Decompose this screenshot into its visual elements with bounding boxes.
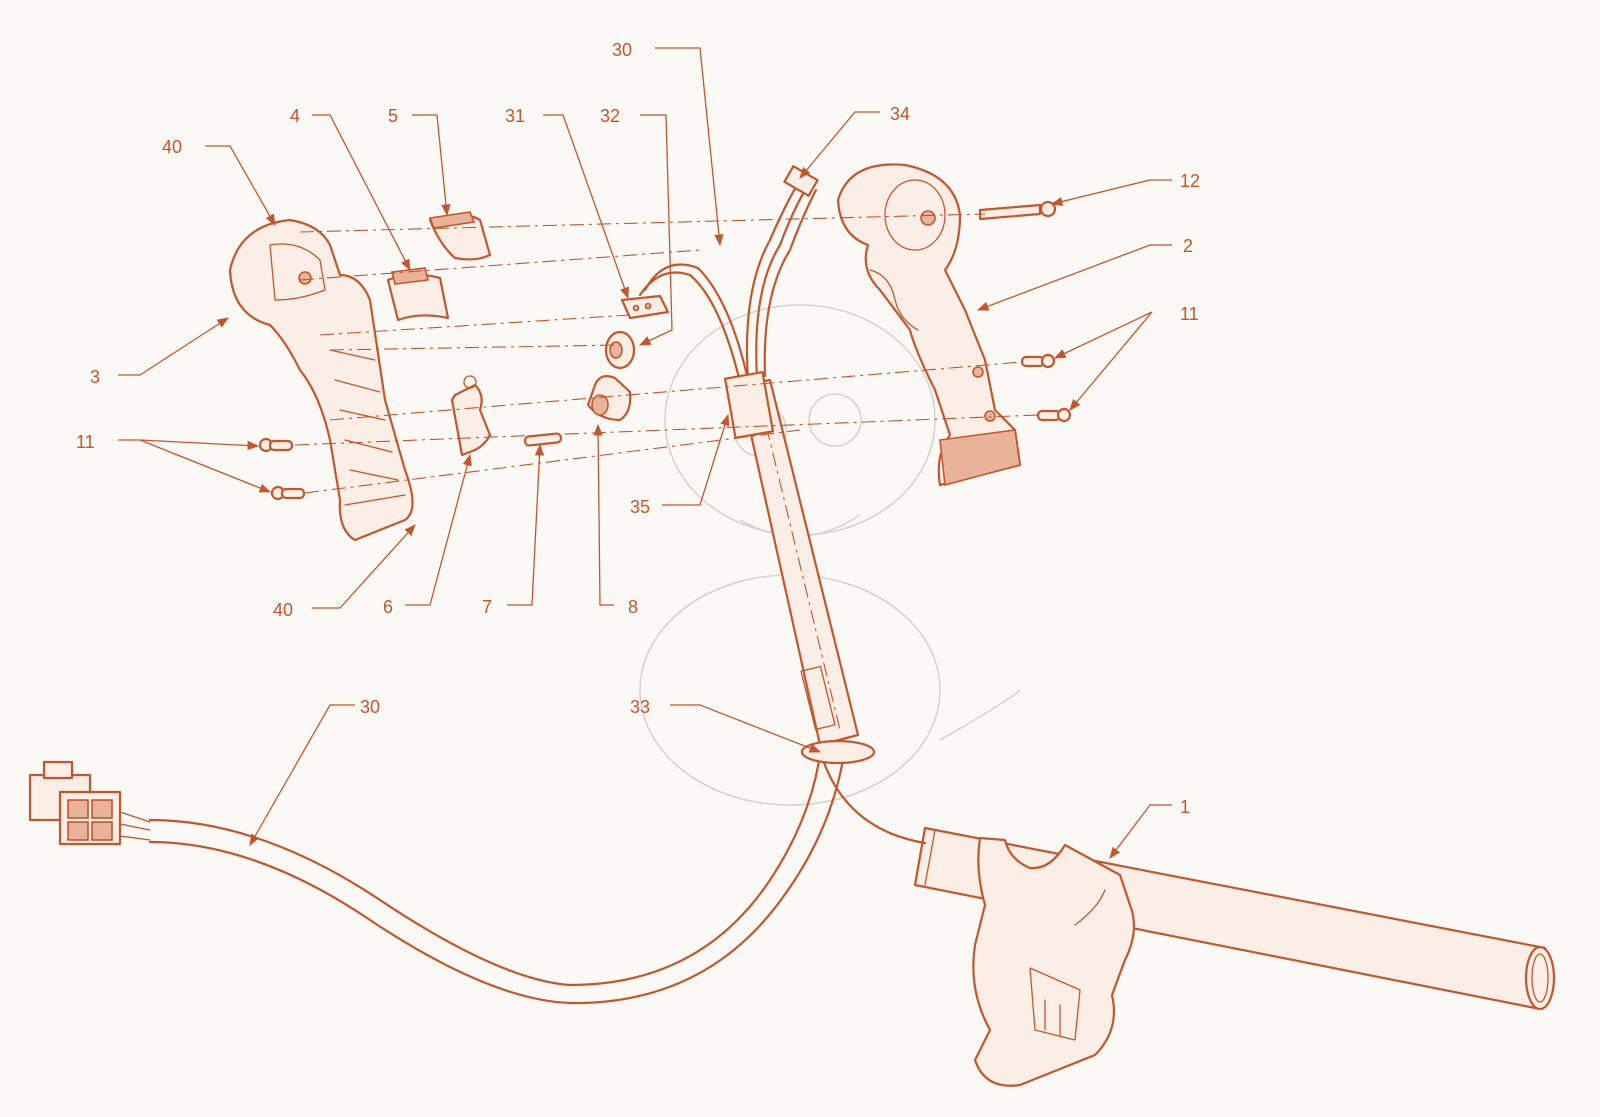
callout-31: 31	[505, 106, 525, 126]
callout-35: 35	[630, 497, 650, 517]
part-12-long-screw	[978, 200, 1057, 221]
callout-7: 7	[482, 597, 492, 617]
part-1-handlebar-tube	[913, 826, 1556, 1087]
callout-6: 6	[383, 597, 393, 617]
assembly-centerlines	[294, 213, 1039, 494]
callout-40-bottom: 40	[273, 600, 293, 620]
callout-33: 33	[630, 697, 650, 717]
part-31-terminal-plate	[620, 294, 670, 320]
leader-lines	[118, 47, 1172, 859]
callout-4: 4	[290, 106, 300, 126]
part-33-collar-sleeve	[738, 378, 876, 765]
callout-40-top: 40	[162, 137, 182, 157]
part-32-grommet	[604, 330, 636, 370]
callout-8: 8	[628, 597, 638, 617]
callout-5: 5	[388, 106, 398, 126]
part-11-screws	[258, 353, 1072, 501]
part-2-right-handle-half	[836, 163, 1022, 487]
part-3-left-handle-half	[228, 218, 414, 542]
callout-12: 12	[1180, 171, 1200, 191]
part-35-connector-block	[723, 371, 775, 439]
callout-30-top: 30	[612, 40, 632, 60]
callout-1: 1	[1180, 797, 1190, 817]
callout-3: 3	[90, 367, 100, 387]
part-34-wires	[638, 165, 819, 384]
part-8-bushing	[586, 375, 632, 422]
part-6-trigger-switch	[450, 375, 492, 457]
callout-11-right: 11	[1180, 304, 1199, 324]
callout-2: 2	[1183, 236, 1193, 256]
part-4-cap	[386, 267, 450, 322]
callout-30-bottom: 30	[360, 697, 380, 717]
callout-32: 32	[600, 106, 620, 126]
callout-11-left: 11	[76, 432, 95, 452]
part-30-cable	[28, 753, 927, 1005]
callout-labels: 30 4 5 31 32 34 40 12 2 11 3 11 35 40 6 …	[76, 40, 1200, 817]
part-5-cap	[428, 211, 492, 261]
callout-34: 34	[890, 104, 910, 124]
